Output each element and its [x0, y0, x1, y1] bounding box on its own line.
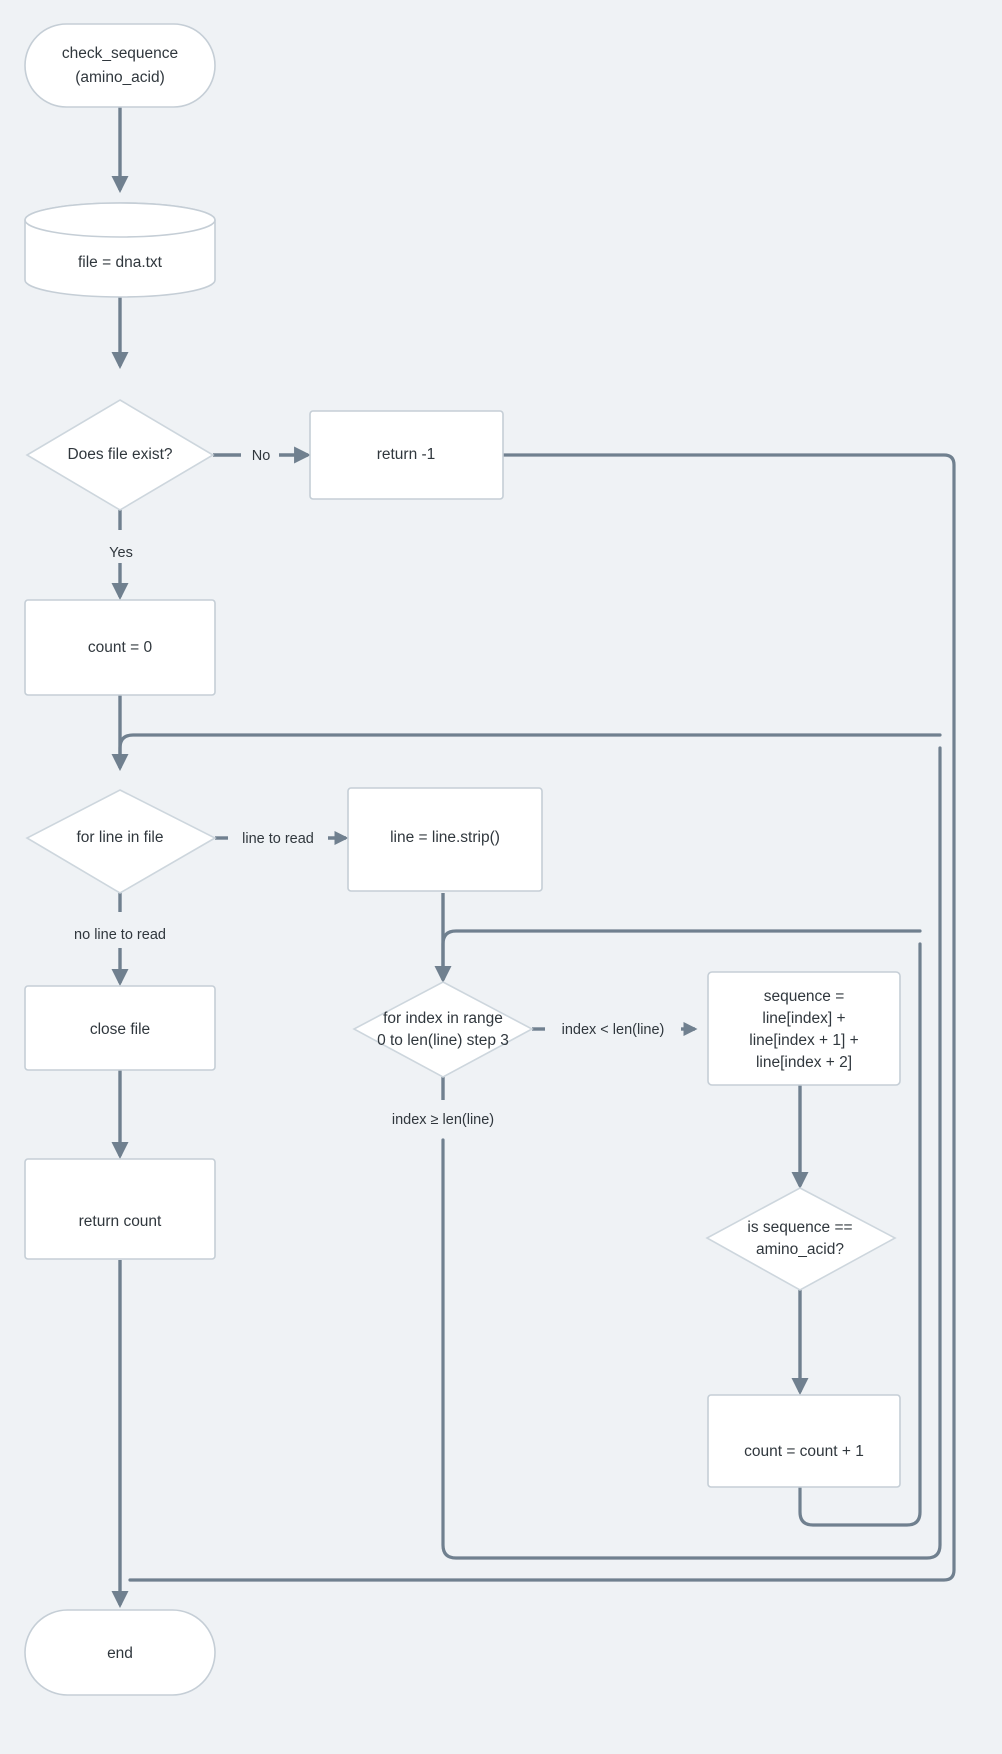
is-match-label-line2: amino_acid? — [756, 1241, 844, 1258]
return-minus-one-shape — [309, 410, 504, 500]
for-line-in-file-label: for line in file — [76, 829, 163, 846]
node-return-count[interactable]: return count — [24, 1158, 216, 1260]
sequence-label-line2: line[index] + — [762, 1010, 845, 1027]
edge-label-index-lt-text: index < len(line) — [562, 1022, 665, 1038]
count-increment-label: count = count + 1 — [744, 1443, 864, 1460]
sequence-label-line4: line[index + 2] — [756, 1054, 852, 1071]
sequence-label-line3: line[index + 1] + — [749, 1032, 858, 1049]
is-match-label-line1: is sequence == — [747, 1219, 852, 1236]
edge-label-no-line-to-read: no line to read — [53, 923, 187, 945]
node-return-minus-one[interactable]: return -1 — [309, 410, 504, 500]
edge-inner-loop-back — [441, 929, 922, 974]
does-file-exist-label: Does file exist? — [67, 446, 172, 463]
node-does-file-exist[interactable]: Does file exist? — [25, 399, 215, 511]
is-sequence-match-shape — [705, 1187, 897, 1291]
file-label: file = dna.txt — [78, 254, 163, 271]
node-for-line-in-file[interactable]: for line in file — [25, 789, 217, 894]
node-close-file[interactable]: close file — [24, 985, 216, 1071]
start-label-line2: (amino_acid) — [75, 69, 165, 86]
edge-label-no-line-to-read-text: no line to read — [74, 927, 166, 943]
return-count-label: return count — [79, 1213, 162, 1230]
for-line-in-file-shape — [25, 789, 217, 894]
edge-return-minus-one-to-end — [128, 453, 956, 1582]
edge-label-no-text: No — [252, 448, 271, 464]
end-shape — [24, 1609, 216, 1696]
edge-label-index-ge-text: index ≥ len(line) — [392, 1112, 494, 1128]
count-init-shape — [24, 599, 216, 696]
edge-label-line-to-read-text: line to read — [242, 831, 314, 847]
node-start[interactable]: check_sequence (amino_acid) — [24, 23, 216, 108]
for-index-label-line2: 0 to len(line) step 3 — [377, 1032, 509, 1049]
line-strip-label: line = line.strip() — [390, 829, 500, 846]
close-file-shape — [24, 985, 216, 1071]
node-line-strip[interactable]: line = line.strip() — [347, 787, 543, 892]
count-init-label: count = 0 — [88, 639, 153, 656]
node-count-increment[interactable]: count = count + 1 — [707, 1394, 901, 1488]
node-for-index-in-range[interactable]: for index in range 0 to len(line) step 3 — [352, 981, 534, 1078]
edge-label-line-to-read: line to read — [228, 827, 328, 849]
sequence-label-line1: sequence = — [764, 988, 845, 1005]
return-count-shape — [24, 1158, 216, 1260]
start-shape — [24, 23, 216, 108]
close-file-label: close file — [90, 1021, 150, 1038]
for-index-in-range-shape — [352, 981, 534, 1078]
file-cylinder-top — [24, 202, 216, 238]
return-minus-one-label: return -1 — [377, 446, 436, 463]
edge-label-index-ge: index ≥ len(line) — [373, 1108, 513, 1130]
edge-label-yes-text: Yes — [109, 545, 133, 561]
edge-outer-loop-back — [118, 733, 942, 762]
for-index-label-line1: for index in range — [383, 1010, 503, 1027]
count-increment-shape — [707, 1394, 901, 1488]
edge-label-no: No — [241, 444, 279, 466]
node-is-sequence-match[interactable]: is sequence == amino_acid? — [705, 1187, 897, 1291]
line-strip-shape — [347, 787, 543, 892]
start-label-line1: check_sequence — [62, 45, 178, 62]
edge-forindex-exit-to-outer — [441, 746, 942, 1560]
edge-label-index-lt: index < len(line) — [545, 1018, 681, 1040]
does-file-exist-shape — [25, 399, 215, 511]
node-count-init[interactable]: count = 0 — [24, 599, 216, 696]
end-label: end — [107, 1645, 133, 1662]
node-sequence[interactable]: sequence = line[index] + line[index + 1]… — [707, 971, 901, 1086]
node-end[interactable]: end — [24, 1609, 216, 1696]
edge-label-yes: Yes — [100, 541, 142, 563]
node-file[interactable]: file = dna.txt — [24, 202, 216, 298]
sequence-shape — [707, 971, 901, 1086]
edge-countinc-to-innerloop — [798, 942, 922, 1527]
